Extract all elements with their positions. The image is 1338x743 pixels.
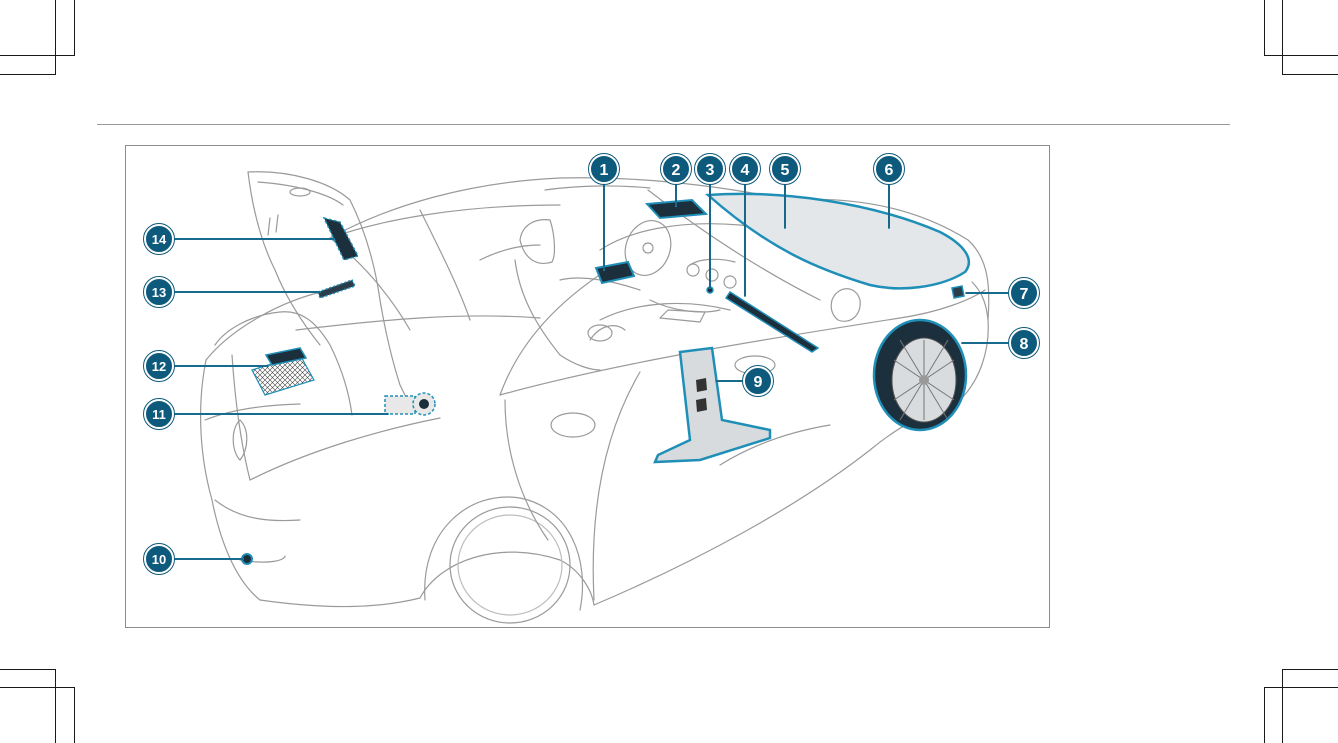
component-6 [708, 194, 969, 288]
callout-4-label: 4 [741, 162, 750, 179]
callout-1: 1 [589, 154, 620, 185]
callout-3: 3 [695, 154, 726, 185]
callout-9: 9 [743, 366, 774, 397]
component-9 [655, 348, 770, 462]
callout-2: 2 [661, 154, 692, 185]
callout-13: 13 [144, 277, 175, 308]
callout-1-label: 1 [600, 162, 609, 179]
callout-3-label: 3 [706, 162, 715, 179]
callout-5-label: 5 [781, 162, 790, 179]
component-7 [952, 286, 964, 298]
callout-8: 8 [1009, 328, 1040, 359]
callout-11: 11 [144, 399, 175, 430]
callout-12-label: 12 [152, 359, 166, 374]
component-1 [596, 262, 634, 283]
callout-11-label: 11 [152, 407, 166, 422]
callout-8-label: 8 [1020, 336, 1029, 353]
callout-7: 7 [1009, 278, 1040, 309]
highlighted-components [242, 194, 969, 564]
callout-10-label: 10 [152, 552, 166, 567]
callout-14-label: 14 [152, 232, 167, 247]
callout-13-label: 13 [152, 285, 166, 300]
component-13 [318, 280, 355, 298]
component-11 [385, 393, 435, 415]
callout-2-label: 2 [672, 162, 681, 179]
callout-6-label: 6 [885, 162, 894, 179]
callout-5: 5 [770, 154, 801, 185]
callout-10: 10 [144, 544, 175, 575]
callout-9-label: 9 [754, 374, 763, 391]
callout-14: 14 [144, 224, 175, 255]
callout-6: 6 [874, 154, 905, 185]
callout-12: 12 [144, 351, 175, 382]
callout-4: 4 [730, 154, 761, 185]
callout-7-label: 7 [1020, 286, 1029, 303]
component-4 [726, 292, 818, 352]
